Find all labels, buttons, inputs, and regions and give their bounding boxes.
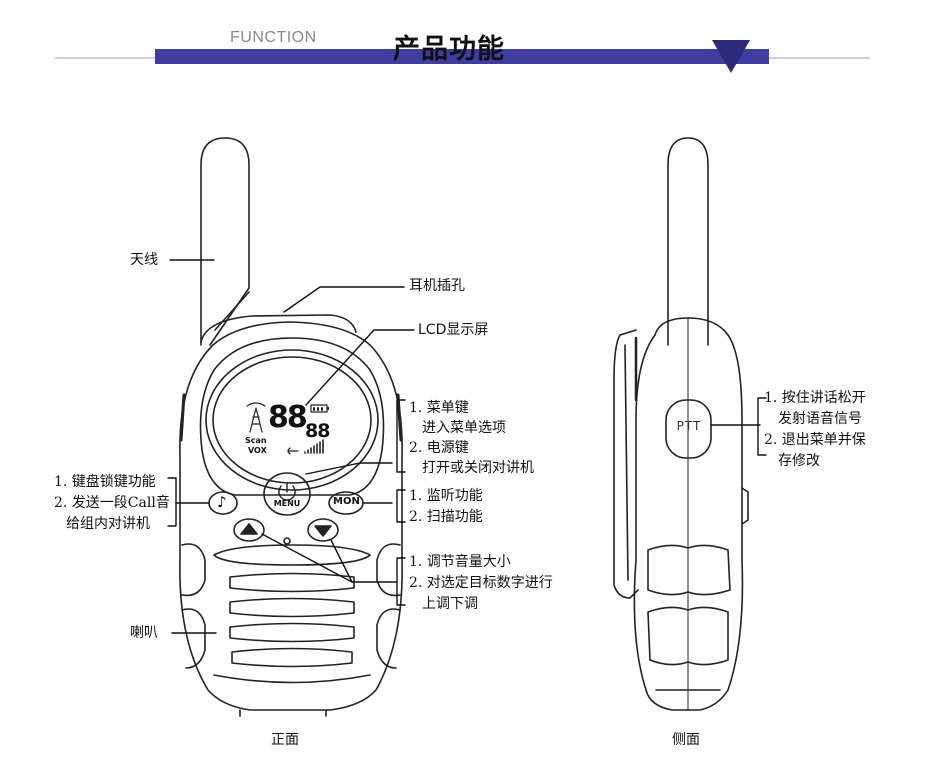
speaker-slot-2 — [229, 597, 355, 618]
mon-button-label: MON — [333, 496, 360, 507]
front-body-outline — [179, 321, 403, 711]
volume-up-button[interactable] — [233, 518, 265, 542]
side-grip-2 — [647, 606, 729, 666]
label-lcd-screen: LCD显示屏 — [418, 322, 489, 338]
bracket-mon — [396, 489, 406, 523]
ptt-button[interactable] — [665, 399, 712, 459]
up-arrow-icon — [240, 523, 258, 535]
lcd-battery-tip — [327, 407, 329, 410]
bracket-ptt — [757, 397, 767, 456]
speaker-slot-1 — [229, 572, 355, 593]
label-menu-key-line2: 进入菜单选项 — [422, 420, 506, 436]
front-side-button-right — [396, 393, 403, 442]
callout-lcd — [305, 329, 415, 406]
power-icon — [278, 483, 296, 501]
header-triangle-icon — [712, 40, 750, 73]
front-bottom-contour — [213, 674, 371, 684]
label-ptt-key-line4: 存修改 — [778, 453, 820, 469]
label-menu-key-line1: 1. 菜单键 — [409, 400, 469, 416]
front-antenna — [200, 137, 250, 346]
label-arrow-keys-line3: 上调下调 — [422, 596, 478, 612]
lcd-signal-icon — [246, 402, 266, 433]
label-ptt-key-line1: 1. 按住讲话松开 — [764, 390, 866, 406]
front-grip-right-2 — [376, 608, 401, 669]
front-face-frame — [199, 337, 385, 496]
label-call-key-line3: 给组内对讲机 — [66, 516, 150, 532]
label-call-key-line1: 1. 键盘锁键功能 — [54, 474, 156, 490]
label-speaker: 喇叭 — [130, 625, 158, 641]
callout-down — [330, 539, 353, 583]
front-side-button-left — [179, 393, 186, 442]
front-grip-left-1 — [181, 543, 206, 597]
callout-lines — [167, 259, 767, 634]
ptt-button-label: PTT — [676, 419, 702, 433]
speaker-grille-top — [213, 544, 371, 566]
label-ptt-key-line2: 发射语音信号 — [778, 411, 862, 427]
menu-button-label: MENU — [273, 499, 301, 508]
label-arrow-keys-line1: 1. 调节音量大小 — [409, 554, 511, 570]
callout-menu — [305, 462, 393, 475]
label-antenna: 天线 — [130, 252, 158, 268]
lcd-bezel — [205, 349, 379, 491]
label-ptt-key-line3: 2. 退出菜单并保 — [764, 432, 866, 448]
front-view — [179, 137, 403, 717]
side-key-right — [741, 487, 749, 525]
down-arrow-icon — [314, 525, 332, 537]
label-call-key-line2: 2. 发送一段Call音 — [54, 495, 170, 511]
lcd-scan-label: Scan — [245, 436, 267, 445]
music-note-icon: ♪ — [217, 493, 227, 511]
lcd-digits-small: 88 — [305, 420, 330, 442]
belt-clip — [613, 329, 639, 599]
volume-down-button[interactable] — [307, 518, 339, 542]
page-title: 产品功能 — [393, 34, 505, 65]
header-bar — [155, 49, 769, 64]
bracket-call — [167, 477, 177, 527]
lcd-vox-label: VOX — [248, 446, 267, 455]
speaker-slot-3 — [229, 622, 355, 643]
lcd-digits-main: 88 — [268, 400, 308, 435]
lcd-battery-bars — [313, 407, 323, 411]
front-grip-left-2 — [181, 608, 206, 669]
belt-clip-inner — [624, 344, 629, 581]
front-feet — [239, 709, 327, 717]
front-top-shoulder — [200, 314, 357, 343]
side-grip-1 — [647, 544, 731, 596]
label-menu-key-line3: 2. 电源键 — [409, 440, 469, 456]
label-mon-key-line1: 1. 监听功能 — [409, 488, 483, 504]
lcd-screen — [212, 356, 372, 484]
callout-up — [261, 533, 353, 583]
caption-side-view: 侧面 — [672, 732, 700, 748]
microphone-hole — [283, 537, 291, 545]
label-menu-key-line4: 打开或关闭对讲机 — [422, 460, 534, 476]
label-mon-key-line2: 2. 扫描功能 — [409, 509, 483, 525]
callout-earphone — [283, 286, 405, 313]
caption-front-view: 正面 — [271, 732, 299, 748]
front-grip-right-1 — [376, 543, 401, 597]
label-arrow-keys-line2: 2. 对选定目标数字进行 — [409, 575, 553, 591]
side-antenna — [667, 137, 709, 346]
side-view — [613, 137, 749, 711]
header-function-label: FUNCTION — [230, 29, 317, 46]
menu-power-button[interactable] — [263, 472, 311, 516]
lcd-key-icon — [287, 447, 299, 455]
lcd-signal-bars — [304, 439, 324, 454]
speaker-slot-4 — [231, 647, 353, 668]
front-antenna-seam — [214, 291, 250, 331]
label-earphone-jack: 耳机插孔 — [409, 278, 465, 294]
bracket-menu — [396, 399, 406, 473]
side-body-outline — [633, 317, 744, 711]
